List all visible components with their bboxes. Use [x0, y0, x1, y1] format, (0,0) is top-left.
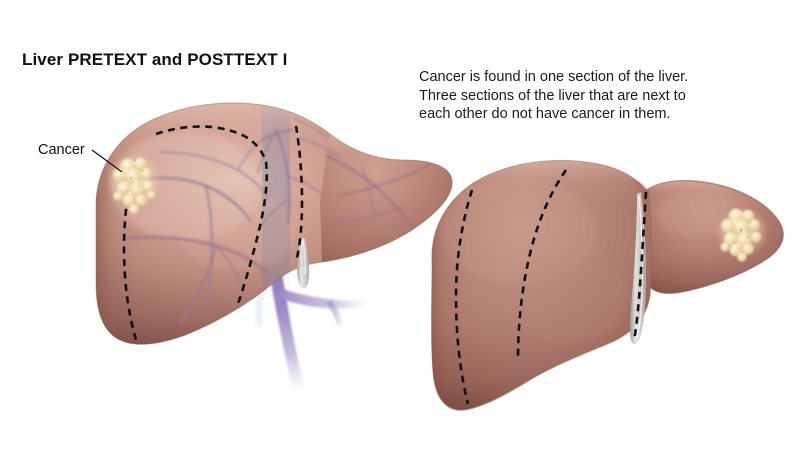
cancer-leader-line	[91, 149, 123, 173]
gallbladder-posterior	[629, 192, 647, 344]
tumor-posterior	[715, 207, 769, 262]
gallbladder-anterior	[297, 238, 310, 289]
figure-caption: Cancer is found in one section of the li…	[419, 68, 759, 124]
tumor-anterior	[106, 153, 162, 215]
caption-line-2: Three sections of the liver that are nex…	[419, 87, 686, 104]
page-title: Liver PRETEXT and POSTTEXT I	[22, 50, 288, 69]
caption-line-1: Cancer is found in one section of the li…	[419, 69, 689, 85]
hepatic-vessels	[118, 117, 438, 326]
caption-line-3: each other do not have cancer in them.	[419, 106, 671, 123]
section-dividers-posterior	[454, 169, 648, 405]
cancer-label: Cancer	[38, 142, 85, 158]
